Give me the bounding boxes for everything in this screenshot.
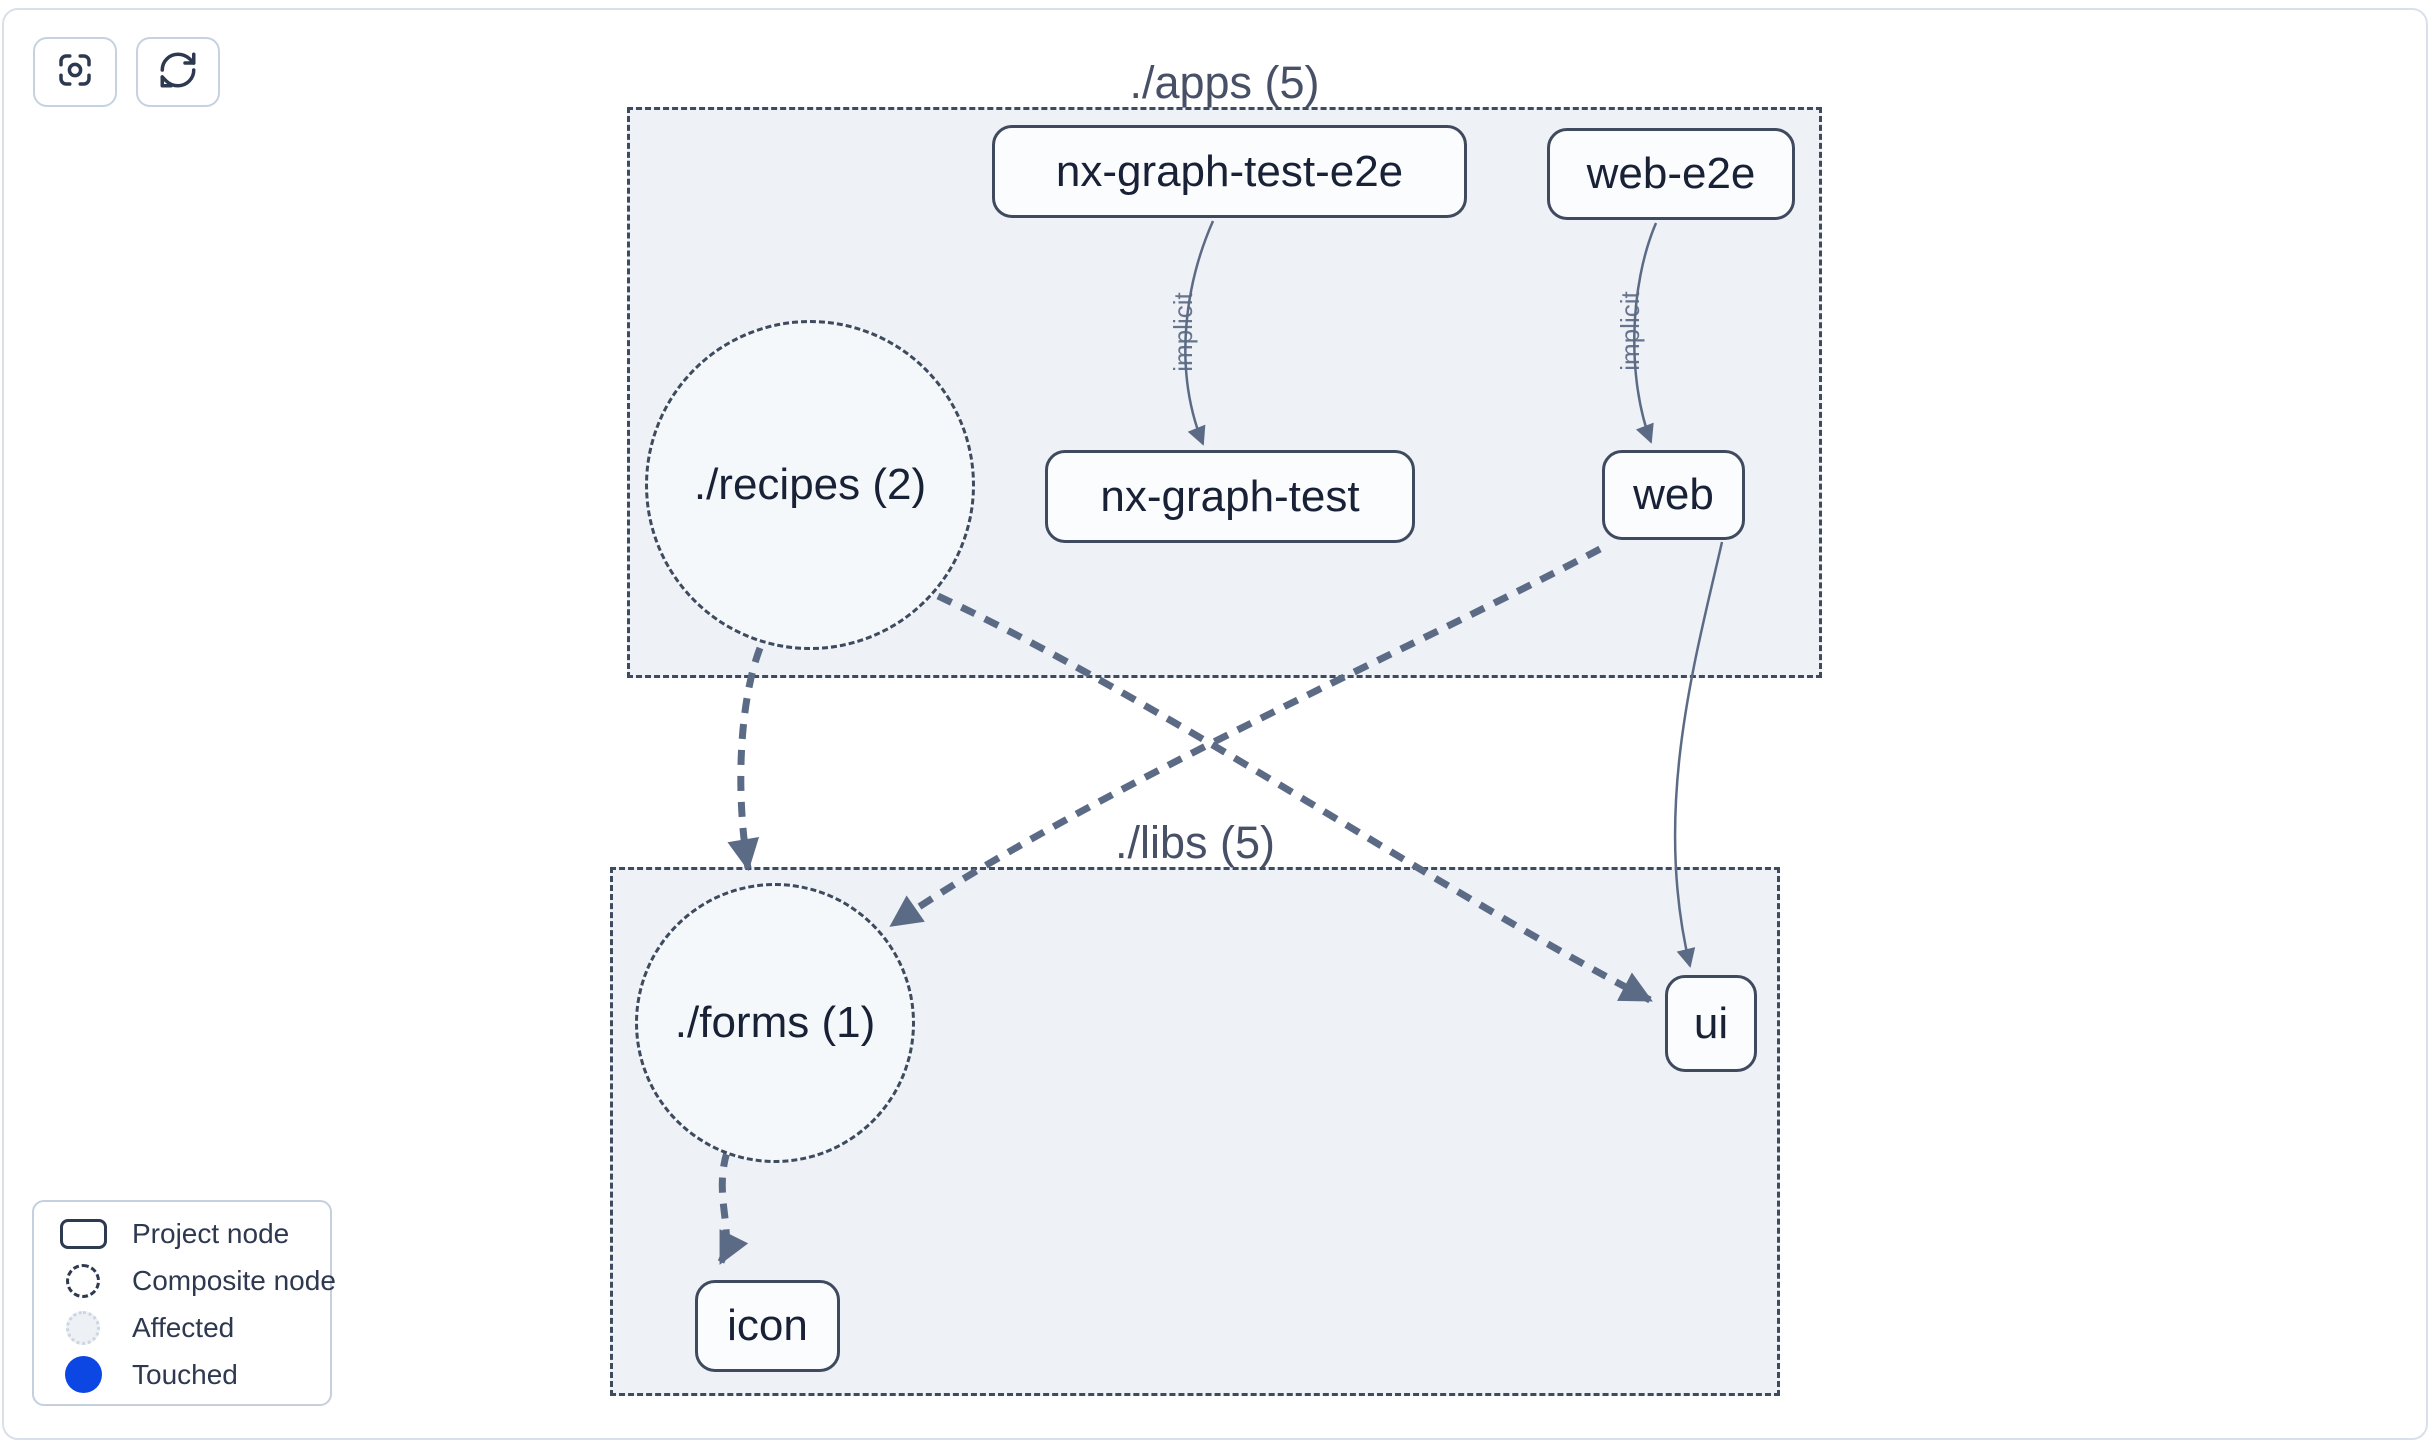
project-node-nx-graph-test-e2e[interactable]: nx-graph-test-e2e: [992, 125, 1467, 218]
project-node-swatch: [59, 1218, 107, 1249]
legend-row-touched: Touched: [34, 1351, 330, 1398]
edge-web-to-forms: [889, 545, 1602, 928]
affected-swatch: [66, 1310, 100, 1345]
project-node-web[interactable]: web: [1602, 450, 1745, 540]
refresh-graph-button[interactable]: [136, 37, 220, 107]
edge-nx-graph-test-e2e-to-nx-graph-test: [1184, 220, 1215, 446]
edge-web-e2e-to-web: [1633, 222, 1658, 444]
focus-icon: [54, 49, 96, 96]
edge-forms-to-icon: [717, 1150, 749, 1265]
legend-row-project-node: Project node: [34, 1210, 330, 1257]
legend-row-affected: Affected: [34, 1304, 330, 1351]
project-node-nx-graph-test[interactable]: nx-graph-test: [1045, 450, 1415, 543]
edge-web-to-ui: [1673, 541, 1724, 968]
project-node-web-e2e[interactable]: web-e2e: [1547, 128, 1795, 220]
legend-label-project-node: Project node: [132, 1217, 290, 1249]
edge-label-implicit-2: implicit: [1615, 291, 1645, 371]
group-libs-label: ./libs (5): [1114, 817, 1276, 868]
legend-label-touched: Touched: [132, 1358, 238, 1390]
edge-label-implicit-1: implicit: [1168, 292, 1198, 372]
edge-recipes-to-ui: [936, 592, 1653, 1004]
composite-node-forms[interactable]: ./forms (1): [635, 883, 915, 1163]
legend-label-composite-node: Composite node: [132, 1264, 336, 1296]
composite-node-recipes[interactable]: ./recipes (2): [645, 320, 975, 650]
touched-swatch: [64, 1356, 102, 1393]
project-node-ui[interactable]: ui: [1665, 975, 1757, 1072]
edge-recipes-to-forms: [727, 646, 764, 872]
legend-row-composite-node: Composite node: [34, 1257, 336, 1304]
center-graph-button[interactable]: [33, 37, 117, 107]
legend: Project node Composite node Affected Tou…: [32, 1200, 336, 1406]
project-node-icon[interactable]: icon: [695, 1280, 840, 1372]
group-apps-label: ./apps (5): [1129, 57, 1320, 108]
legend-label-affected: Affected: [132, 1311, 235, 1343]
refresh-icon: [157, 49, 199, 96]
composite-node-swatch: [66, 1263, 100, 1298]
